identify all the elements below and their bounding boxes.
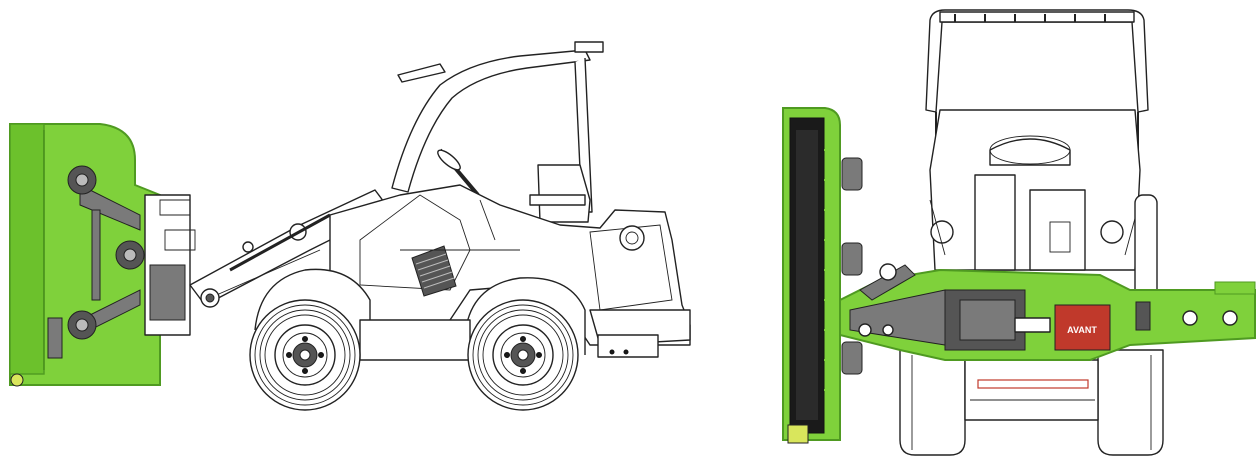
front-right-tire <box>1097 349 1164 456</box>
front-mower-deck <box>782 107 863 444</box>
front-view: AVANT <box>782 9 1256 456</box>
side-front-wheel <box>249 299 361 411</box>
front-mower-boom: AVANT <box>839 263 1256 361</box>
side-view <box>9 41 691 411</box>
front-axle-frame <box>964 359 1099 421</box>
side-operator-seat <box>437 148 591 223</box>
brand-decal: AVANT <box>1067 325 1097 335</box>
front-left-tire <box>899 349 966 456</box>
front-machine-body <box>929 109 1158 316</box>
side-rear-wheel <box>467 299 579 411</box>
side-mower-deck <box>9 123 196 387</box>
side-rops-canopy <box>391 41 604 213</box>
